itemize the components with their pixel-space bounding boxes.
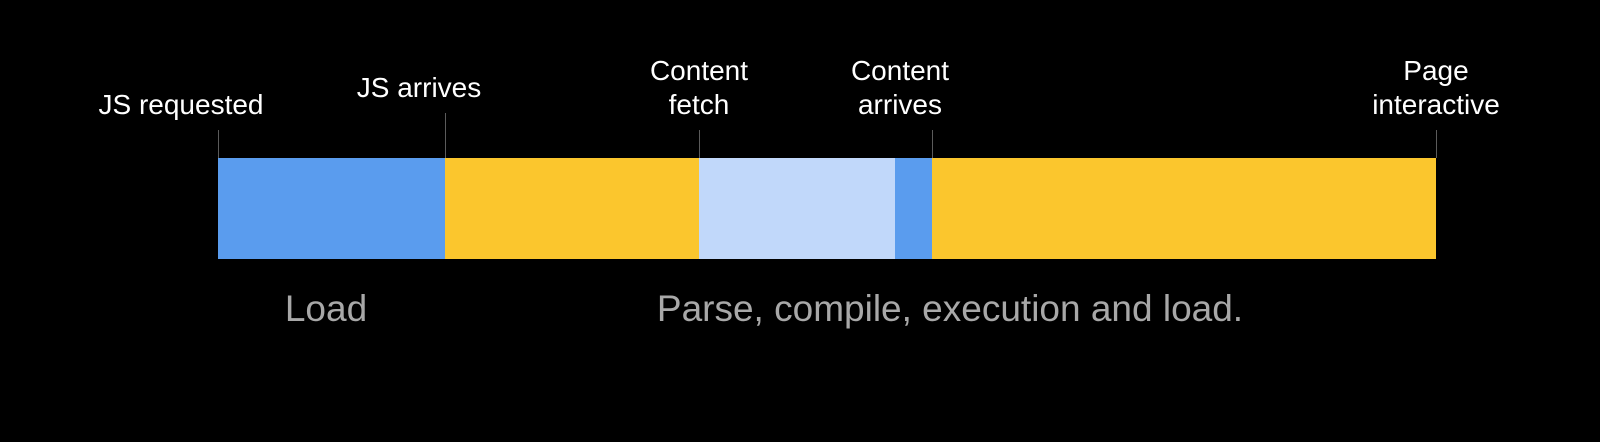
phase-caption-parse: Parse, compile, execution and load. (656, 288, 1244, 329)
segment-content-execute (932, 158, 1436, 259)
timeline-bar (218, 158, 1436, 259)
tick-line-page-interactive (1436, 130, 1437, 158)
segment-content-load (895, 158, 932, 259)
segment-js-load (218, 158, 445, 259)
milestone-label-content-arrives: Content arrives (850, 55, 950, 120)
milestone-label-js-requested: JS requested (98, 89, 264, 120)
milestone-label-js-arrives: JS arrives (356, 72, 482, 103)
segment-js-parse-compile (445, 158, 699, 259)
milestone-label-content-fetch: Content fetch (649, 55, 749, 120)
tick-line-js-requested (218, 130, 219, 158)
tick-line-js-arrives (445, 113, 446, 158)
milestone-label-page-interactive: Page interactive (1372, 55, 1500, 120)
tick-line-content-fetch (699, 130, 700, 158)
phase-caption-load: Load (284, 288, 368, 329)
segment-content-fetch-wait (699, 158, 895, 259)
tick-line-content-arrives (932, 130, 933, 158)
